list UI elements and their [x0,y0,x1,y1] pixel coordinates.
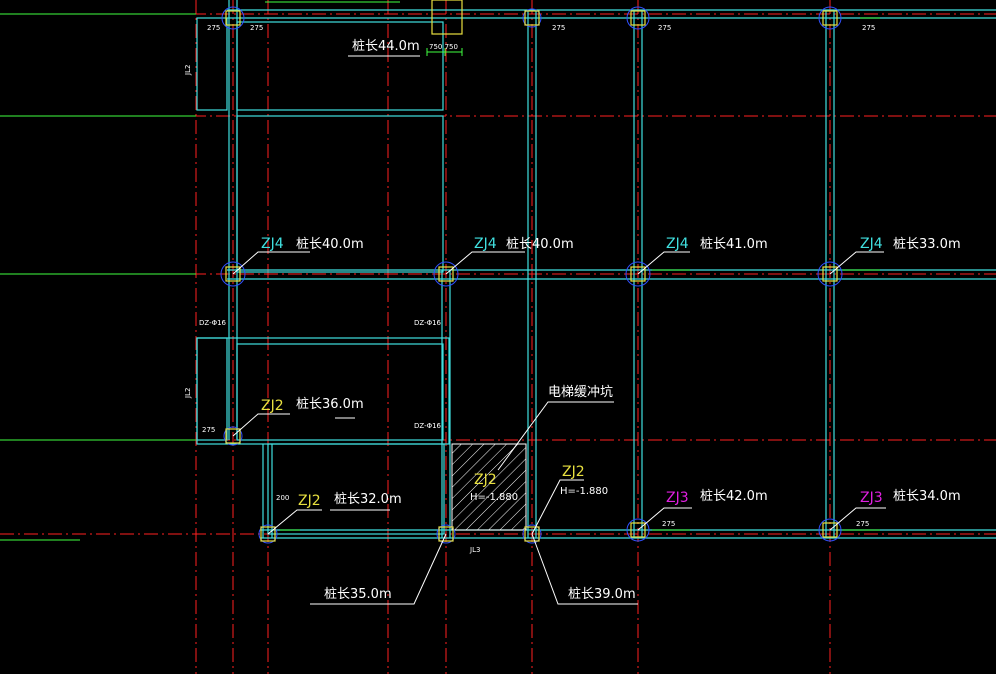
small-tags: DZ-Φ16 DZ-Φ16 DZ-Φ16 200 275 275 275 275… [184,24,875,554]
dim-275-a: 275 [202,426,215,434]
dim-750: 750 750 [429,43,458,51]
dim-275-b: 275 [552,24,565,32]
dim-200: 200 [276,494,289,502]
dim-275-d: 275 [862,24,875,32]
label-zj3-a: ZJ3 [666,490,689,506]
leader-lines [232,55,886,605]
label-pile-d: 桩长33.0m [893,237,961,252]
label-pile-top: 桩长44.0m [352,39,420,54]
dim-275-e: 275 [207,24,220,32]
label-zj2-a: ZJ2 [261,398,284,414]
label-zj2-d: ZJ2 [562,464,585,480]
tag-dl-3: DZ-Φ16 [414,422,442,430]
dim-275-c: 275 [658,24,671,32]
label-pile-j: 桩长39.0m [568,587,636,602]
label-zj3-b: ZJ3 [860,490,883,506]
label-zj4-c: ZJ4 [666,236,689,252]
beam-jl3: JL3 [469,546,480,554]
beams [196,0,996,539]
tag-dl-2: DZ-Φ16 [414,319,442,327]
label-zj4-a: ZJ4 [261,236,284,252]
dim-275-h: 275 [856,520,869,528]
label-h-c: H=-1.880 [470,492,518,503]
beam-jl2-b: JL2 [184,388,192,399]
pile-caps [220,0,843,544]
tag-dl-1: DZ-Φ16 [199,319,227,327]
label-zj4-b: ZJ4 [474,236,497,252]
dim-275-f: 275 [250,24,263,32]
dim-275-g: 275 [662,520,675,528]
left-green-lines [0,13,196,541]
beam-jl2-a: JL2 [184,65,192,76]
label-elevator-pit: 电梯缓冲坑 [548,385,613,400]
label-zj4-d: ZJ4 [860,236,883,252]
label-pile-a: 桩长40.0m [296,237,364,252]
label-h-d: H=-1.880 [560,486,608,497]
label-pile-i: 桩长35.0m [324,587,392,602]
label-pile-e: 桩长36.0m [296,397,364,412]
label-pile-f: 桩长32.0m [334,492,402,507]
labels: 桩长44.0m ZJ4 桩长40.0m ZJ4 桩长40.0m ZJ4 桩长41… [261,39,961,602]
label-pile-c: 桩长41.0m [700,237,768,252]
label-pile-h: 桩长34.0m [893,489,961,504]
label-zj2-b: ZJ2 [298,493,321,509]
label-zj2-c: ZJ2 [474,472,497,488]
dimension-marks [265,1,880,531]
label-pile-b: 桩长40.0m [506,237,574,252]
elevator-pit-hatch [451,443,527,531]
label-pile-g: 桩长42.0m [700,489,768,504]
